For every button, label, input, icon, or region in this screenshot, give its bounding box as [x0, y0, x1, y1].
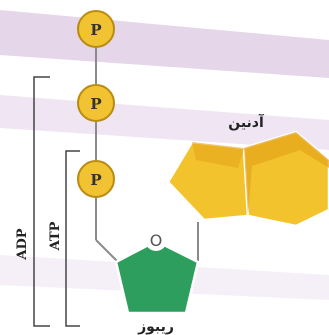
phosphate-1: P	[77, 10, 115, 48]
adenine-shade-left	[192, 142, 244, 168]
adenine-shade	[244, 132, 329, 216]
ribose-pentagon	[114, 239, 200, 315]
bond-lines	[95, 46, 199, 263]
ribose-sugar: O	[114, 229, 200, 315]
bond-p3-ribose-diagonal	[95, 239, 119, 263]
atp-bracket	[65, 150, 80, 327]
ribose-oxygen-label: O	[150, 231, 163, 250]
phosphate-3-label: P	[90, 171, 101, 189]
atp-label: ATP	[48, 221, 63, 251]
adenine-label: آدنین	[228, 113, 265, 131]
adenine-base	[166, 130, 329, 228]
phosphate-2: P	[77, 84, 115, 122]
phosphate-1-label: P	[90, 21, 101, 39]
ribose-oxygen-knockout	[145, 229, 167, 251]
adp-bracket	[33, 76, 50, 327]
phosphate-2-label: P	[90, 95, 101, 113]
brackets	[33, 76, 80, 327]
adp-label: ADP	[15, 228, 30, 260]
ribose-label: ریبوز	[137, 319, 174, 335]
phosphate-3: P	[77, 160, 115, 198]
